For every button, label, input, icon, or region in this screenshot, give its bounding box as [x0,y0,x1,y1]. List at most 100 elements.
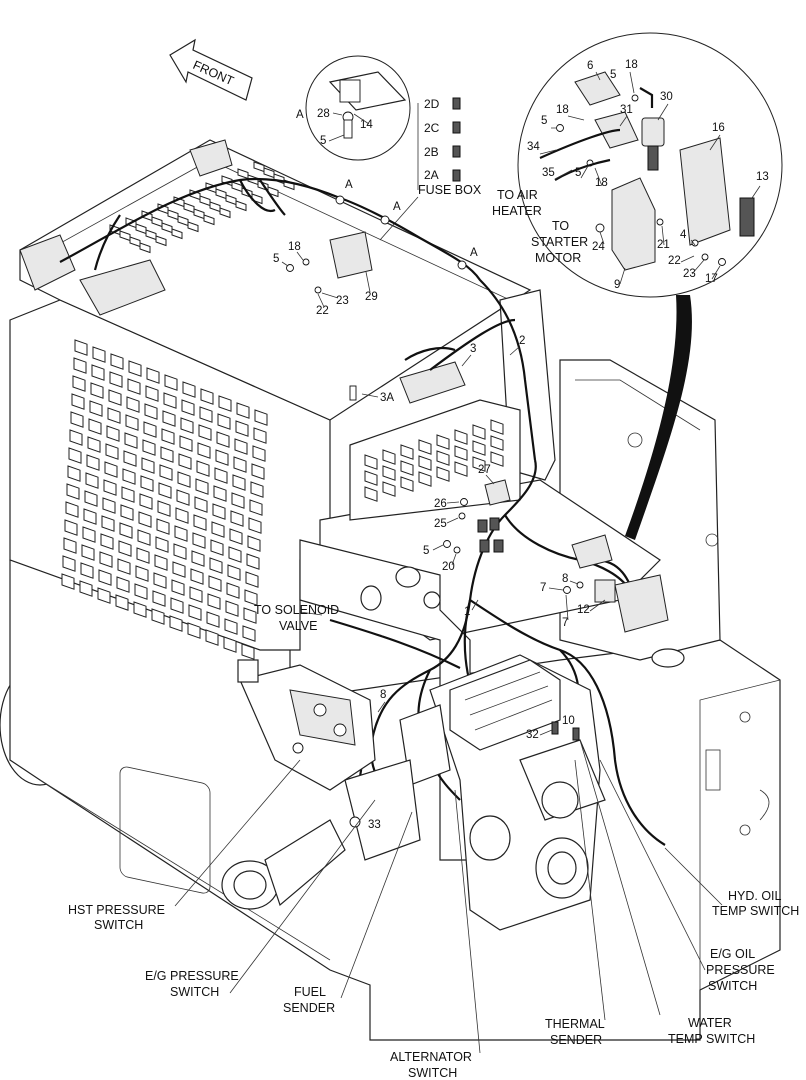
grille-slot [199,406,213,423]
grille-slot [254,409,268,426]
grille-slot [117,558,131,575]
hst-pressure-line1: HST PRESSURE [68,903,165,917]
grille-slot [104,461,118,478]
callout-28: 28 [317,108,330,120]
grille-slot [171,228,183,240]
relay-detail-inset: 6 18 5 30 18 31 5 16 34 35 5 18 13 21 4 … [517,32,783,540]
grille-slot [364,486,378,502]
callout-23-b: 23 [336,295,349,307]
grille-slot [71,393,85,410]
eg-oil-line3: SWITCH [708,979,757,993]
callout-a-2: A [393,201,401,213]
callout-4: 4 [680,229,687,241]
thermal-sender-line1: THERMAL [545,1017,605,1031]
grille-slot [62,555,76,572]
grille-slot [253,427,267,444]
grille-slot [243,607,257,624]
hst-pressure-line2: SWITCH [94,918,143,932]
grille-slot [67,465,81,482]
grille-slot [247,535,261,552]
grille-slot [418,439,432,455]
grille-slot [88,418,102,435]
grille-slot [197,442,211,459]
grille-slot [100,533,114,550]
grille-slot [155,536,169,553]
grille-slot [98,569,112,586]
callout-22-a: 22 [668,255,681,267]
to-starter-line3: MOTOR [535,251,581,265]
grille-slot [192,532,206,549]
callout-a-3: A [470,247,478,259]
grille-slot [472,456,486,472]
water-temp-line2: TEMP SWITCH [668,1032,755,1046]
callout-24: 24 [592,241,605,253]
grille-slot [116,576,130,593]
grille-slot [382,481,396,497]
grille-slot [212,503,226,520]
callout-33: 33 [368,819,381,831]
grille-slot [213,485,227,502]
grille-slot [155,235,167,247]
grille-slot [249,499,263,516]
grille-slot [124,432,138,449]
eg-pressure-line1: E/G PRESSURE [145,969,239,983]
grille-slot [144,403,158,420]
callout-5-c: 5 [541,115,547,127]
grille-slot [152,590,166,607]
eg-pressure-line2: SWITCH [170,985,219,999]
grille-slot [115,594,129,611]
grille-slot [203,214,215,226]
grille-slot [235,200,247,212]
grille-slot [180,417,194,434]
water-temp-line1: WATER [688,1016,732,1030]
callout-32: 32 [526,729,539,741]
grille-slot [68,447,82,464]
vent-grilles [61,161,504,660]
grille-slot [225,600,239,617]
grille-slot [106,425,120,442]
fuse-2d-label: 2D [424,97,440,111]
grille-slot [122,468,136,485]
grille-slot [69,429,83,446]
grille-slot [160,446,174,463]
callout-20: 20 [442,561,455,573]
grille-slot [215,449,229,466]
alternator-switch-line1: ALTERNATOR [390,1050,472,1064]
grille-slot [216,431,230,448]
callout-29: 29 [365,291,378,303]
grille-slot [223,636,237,653]
thermal-sender-line2: SENDER [550,1033,602,1047]
grille-slot [188,604,202,621]
to-starter-line1: TO [552,219,569,233]
leader-lines [174,611,723,1054]
callout-18-a: 18 [625,59,638,71]
callout-18-d: 18 [288,241,301,253]
fuse-2a-label: 2A [424,168,439,182]
grille-slot [454,445,468,461]
grille-slot [137,529,151,546]
grille-slot [163,392,177,409]
grille-slot [66,483,80,500]
grille-slot [418,471,432,487]
callout-35: 35 [542,167,555,179]
callout-16: 16 [712,122,725,134]
callout-14: 14 [360,119,373,131]
grille-slot [86,454,100,471]
grille-slot [436,450,450,466]
grille-slot [125,414,139,431]
grille-slot [234,438,248,455]
grille-slot [63,537,77,554]
grille-slot [190,568,204,585]
grille-slot [418,455,432,471]
grille-slot [140,475,154,492]
grille-slot [207,593,221,610]
grille-slot [205,629,219,646]
grille-slot [136,547,150,564]
grille-slot [490,419,504,435]
eg-oil-line1: E/G OIL [710,947,755,961]
grille-slot [142,439,156,456]
grille-slot [198,424,212,441]
grille-slot [107,407,121,424]
grille-slot [162,410,176,427]
grille-slot [64,519,78,536]
